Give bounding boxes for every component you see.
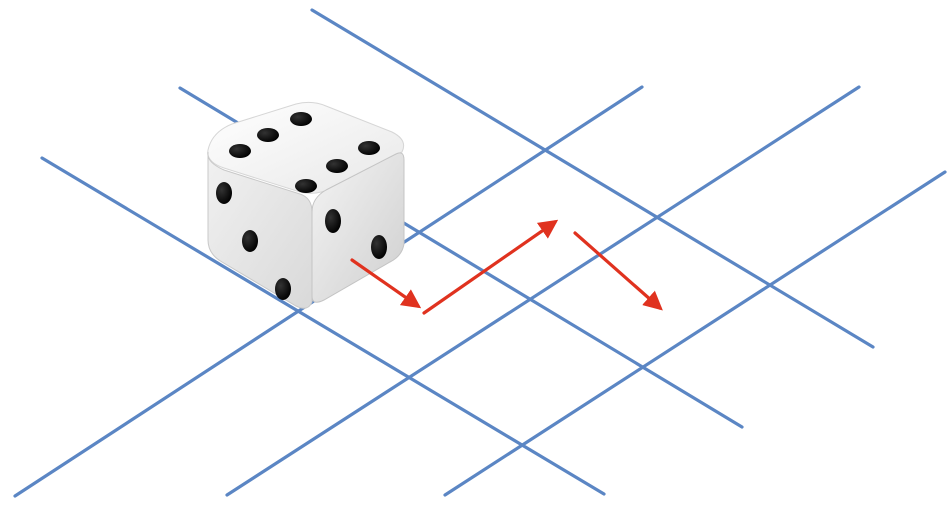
grid-line-dr-1 bbox=[40, 156, 606, 496]
die-right-pips bbox=[325, 209, 387, 259]
grid-line-ur-2 bbox=[225, 85, 861, 497]
die-left-pips bbox=[216, 182, 291, 300]
die-left-face bbox=[207, 151, 313, 309]
die-top-pips bbox=[229, 112, 380, 193]
arrow-down-right-icon bbox=[350, 258, 422, 309]
die-top-face bbox=[207, 101, 405, 194]
grid-line-ur-3 bbox=[443, 170, 947, 497]
arrow-up-right-icon bbox=[422, 219, 559, 315]
die-icon bbox=[207, 101, 405, 309]
arrow-down-right-icon bbox=[573, 231, 663, 311]
die-right-face bbox=[311, 152, 405, 303]
grid-lines bbox=[13, 8, 947, 498]
grid-line-dr-3 bbox=[310, 8, 875, 349]
path-arrows bbox=[350, 219, 663, 315]
